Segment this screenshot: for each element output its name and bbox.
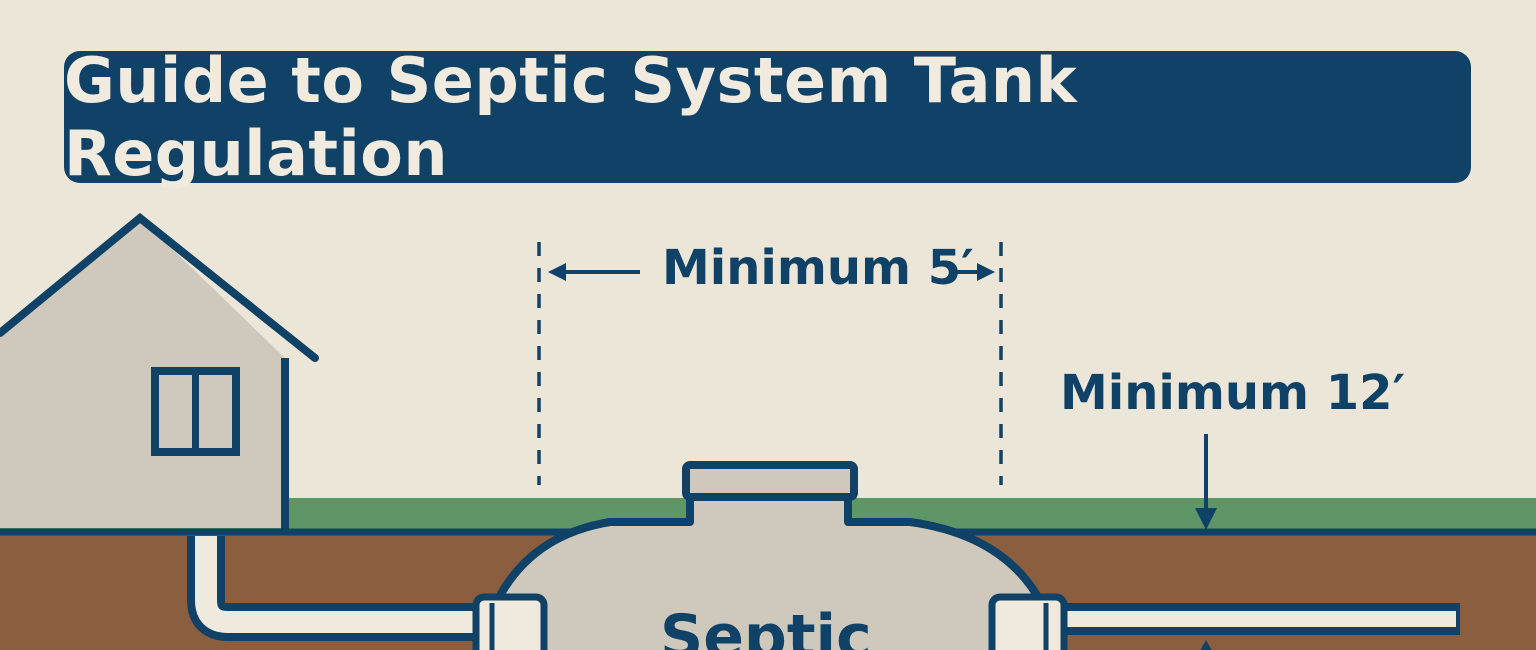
title-banner: Guide to Septic System Tank Regulation [64, 44, 1471, 190]
depth-label: Minimum 12′ [1060, 365, 1406, 421]
house-roof [0, 212, 319, 362]
house-body [0, 218, 285, 528]
tank-spacing-label: Minimum 5′ [662, 240, 974, 296]
right-arrow-icon [950, 263, 995, 281]
tank-lid [682, 461, 858, 501]
outlet-coupling [988, 593, 1068, 650]
house-window [151, 367, 240, 456]
up-arrow-icon [1200, 640, 1212, 650]
inlet-coupling [472, 593, 548, 650]
left-arrow-icon [548, 263, 640, 281]
page-title: Guide to Septic System Tank Regulation [64, 44, 1078, 190]
tank-label: Septic [660, 602, 872, 650]
down-arrow-icon [1195, 434, 1217, 530]
